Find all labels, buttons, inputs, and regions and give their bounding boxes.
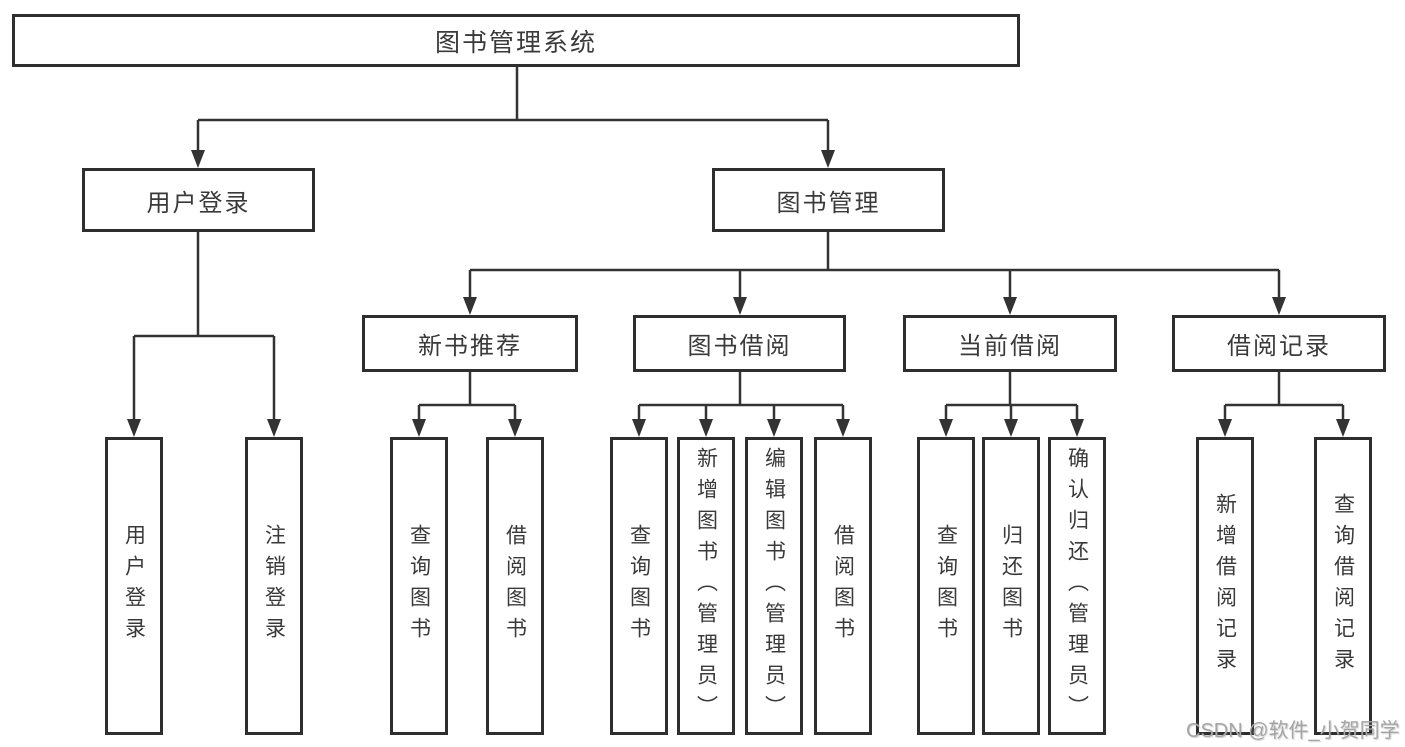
node-label: 注销登录 <box>262 524 286 648</box>
node-label: 图书管理系统 <box>434 28 597 57</box>
node-user-login: 用户登录 <box>82 168 315 232</box>
node-label: 确认归还（管理员） <box>1065 446 1089 726</box>
node-label: 查询图书 <box>627 524 651 648</box>
node-library-management-system: 图书管理系统 <box>12 14 1020 67</box>
node-label: 图书管理 <box>776 189 881 217</box>
leaf-current-query-books: 查询图书 <box>917 437 975 735</box>
leaf-edit-books-admin: 编辑图书（管理员） <box>745 437 803 735</box>
leaf-return-books: 归还图书 <box>982 437 1040 735</box>
node-label: 查询图书 <box>407 524 431 648</box>
node-label: 借阅记录 <box>1227 333 1331 360</box>
node-new-book-recommendation: 新书推荐 <box>362 315 578 372</box>
node-book-management: 图书管理 <box>712 168 945 232</box>
leaf-user-login: 用户登录 <box>105 437 163 735</box>
leaf-recommend-query-books: 查询图书 <box>390 437 448 735</box>
node-book-borrowing: 图书借阅 <box>633 315 846 372</box>
node-current-borrowing: 当前借阅 <box>903 315 1117 372</box>
node-label: 归还图书 <box>999 524 1023 648</box>
node-label: 新增图书（管理员） <box>694 446 718 726</box>
node-label: 图书借阅 <box>687 333 792 360</box>
node-label: 借阅图书 <box>503 524 527 648</box>
leaf-logout: 注销登录 <box>245 437 303 735</box>
node-label: 用户登录 <box>146 189 251 217</box>
connector-path <box>132 67 1345 433</box>
node-borrowing-records: 借阅记录 <box>1172 315 1386 372</box>
node-label: 查询图书 <box>934 524 958 648</box>
node-label: 用户登录 <box>122 524 146 648</box>
leaf-borrow-query-books: 查询图书 <box>610 437 668 735</box>
node-label: 新增借阅记录 <box>1213 493 1237 679</box>
csdn-watermark: CSDN @软件_小贺同学 <box>1186 720 1400 742</box>
leaf-query-borrow-record: 查询借阅记录 <box>1314 437 1372 735</box>
leaf-borrow-books: 借阅图书 <box>814 437 872 735</box>
node-label: 当前借阅 <box>958 333 1062 360</box>
leaf-add-borrow-record: 新增借阅记录 <box>1196 437 1254 735</box>
node-label: 借阅图书 <box>831 524 855 648</box>
node-label: 查询借阅记录 <box>1331 493 1355 679</box>
node-label: 编辑图书（管理员） <box>762 446 786 726</box>
leaf-recommend-borrow-books: 借阅图书 <box>486 437 544 735</box>
node-label: 新书推荐 <box>418 333 522 360</box>
leaf-add-books-admin: 新增图书（管理员） <box>677 437 735 735</box>
leaf-confirm-return-admin: 确认归还（管理员） <box>1048 437 1106 735</box>
